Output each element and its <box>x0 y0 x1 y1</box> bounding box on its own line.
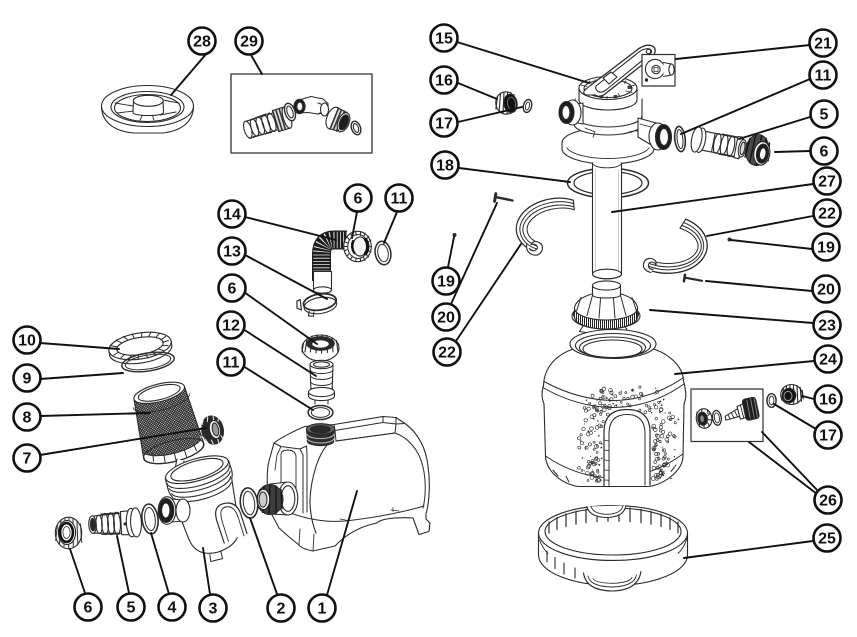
svg-text:1: 1 <box>318 601 327 618</box>
svg-text:3: 3 <box>209 601 218 618</box>
svg-text:10: 10 <box>18 333 36 350</box>
svg-text:6: 6 <box>354 191 363 208</box>
svg-text:11: 11 <box>391 191 408 208</box>
svg-text:8: 8 <box>23 410 32 427</box>
svg-text:16: 16 <box>435 73 453 90</box>
svg-text:18: 18 <box>436 158 454 175</box>
svg-text:25: 25 <box>818 531 836 548</box>
svg-text:27: 27 <box>818 174 836 191</box>
svg-text:11: 11 <box>223 355 240 372</box>
svg-text:5: 5 <box>127 600 136 617</box>
svg-text:6: 6 <box>820 144 829 161</box>
svg-text:16: 16 <box>819 392 837 409</box>
svg-text:7: 7 <box>23 451 32 468</box>
svg-text:6: 6 <box>84 600 93 617</box>
svg-text:20: 20 <box>817 282 835 299</box>
svg-text:9: 9 <box>23 371 32 388</box>
svg-text:11: 11 <box>815 68 832 85</box>
svg-text:17: 17 <box>819 428 837 445</box>
svg-text:26: 26 <box>819 493 837 510</box>
svg-text:4: 4 <box>168 600 177 617</box>
svg-text:14: 14 <box>223 207 241 224</box>
svg-text:17: 17 <box>435 116 453 133</box>
svg-text:13: 13 <box>223 244 241 261</box>
svg-text:21: 21 <box>814 36 832 53</box>
svg-text:12: 12 <box>222 318 240 335</box>
svg-text:23: 23 <box>818 318 836 335</box>
svg-text:20: 20 <box>437 310 455 327</box>
svg-text:19: 19 <box>817 240 835 257</box>
svg-text:22: 22 <box>818 206 836 223</box>
svg-text:19: 19 <box>437 274 455 291</box>
svg-text:28: 28 <box>193 34 211 51</box>
svg-text:29: 29 <box>240 34 258 51</box>
svg-text:22: 22 <box>438 345 456 362</box>
svg-text:24: 24 <box>819 352 837 369</box>
svg-text:2: 2 <box>277 601 286 618</box>
svg-text:5: 5 <box>820 107 829 124</box>
svg-text:15: 15 <box>435 31 453 48</box>
svg-text:6: 6 <box>228 281 237 298</box>
